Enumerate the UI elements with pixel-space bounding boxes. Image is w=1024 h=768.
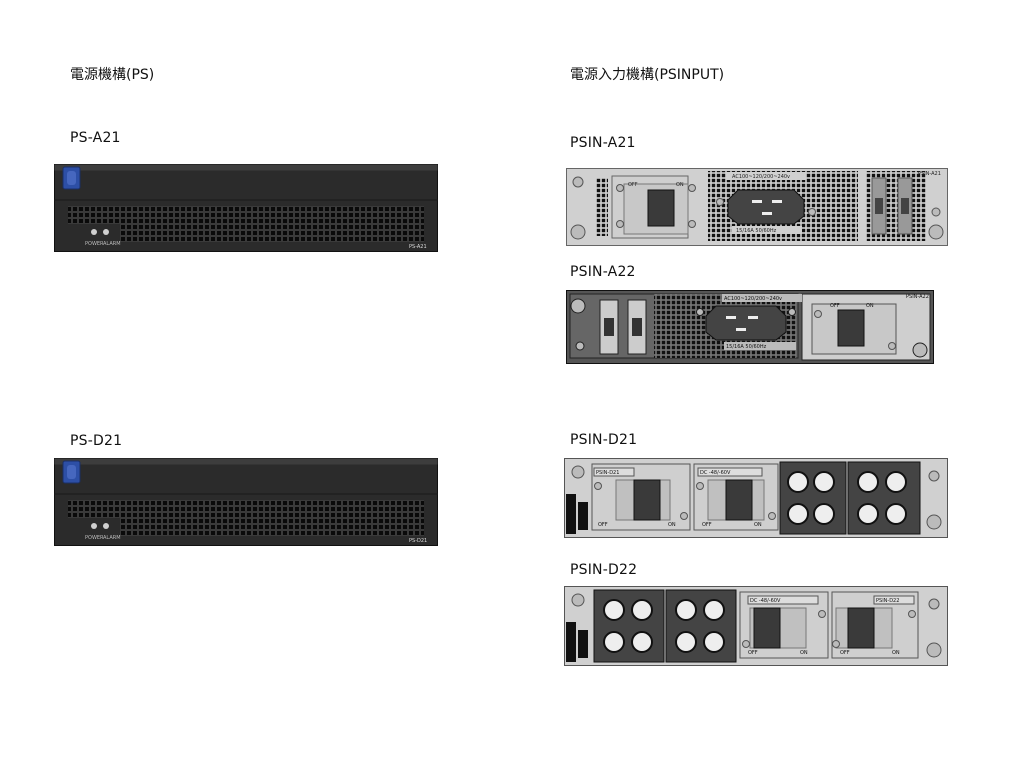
status-led-icon <box>91 229 109 235</box>
switch-off-label: OFF <box>598 522 608 528</box>
rating-top: DC -48/-60V <box>750 598 781 604</box>
model-mark: PSIN-D22 <box>876 598 899 604</box>
ps-d21-label: PS-D21 <box>70 433 123 449</box>
led-label-power: POWER <box>85 535 104 541</box>
switch-on-label: ON <box>676 182 684 188</box>
terminal-icon <box>787 471 907 525</box>
terminal-icon <box>603 599 725 653</box>
model-mark: PSIN-A21 <box>918 171 941 177</box>
psin-a22-unit: AC100~120/200~240v 15/16A 50/60Hz OFF ON… <box>566 290 934 364</box>
psinput-section-heading: 電源入力機構(PSINPUT) <box>570 67 725 83</box>
psin-a22-label: PSIN-A22 <box>570 264 636 280</box>
ps-section-heading: 電源機構(PS) <box>70 67 155 83</box>
switch-on-label: ON <box>754 522 762 528</box>
lever-handle-icon <box>62 166 81 190</box>
ac-inlet-icon <box>727 189 805 225</box>
switch-off-label: OFF <box>840 650 850 656</box>
ps-d21-unit: POWER ALARM PS-D21 <box>54 458 438 546</box>
model-mark: PS-A21 <box>409 244 427 250</box>
lever-handle-icon <box>62 460 81 484</box>
rating-bottom: 15/16A 50/60Hz <box>726 344 767 350</box>
psin-d22-unit: DC -48/-60V OFF ON PSIN-D22 OFF ON <box>564 586 948 666</box>
ps-a21-unit: POWER ALARM PS-A21 <box>54 164 438 252</box>
rating-top: DC -48/-60V <box>700 470 731 476</box>
rating-top: AC100~120/200~240v <box>732 174 790 180</box>
switch-off-label: OFF <box>748 650 758 656</box>
psin-d22-label: PSIN-D22 <box>570 562 638 578</box>
led-label-alarm: ALARM <box>103 535 121 541</box>
rating-bottom: 15/16A 50/60Hz <box>736 228 777 234</box>
ps-a21-label: PS-A21 <box>70 130 121 146</box>
model-mark: PSIN-D21 <box>596 470 619 476</box>
led-label-alarm: ALARM <box>103 241 121 247</box>
switch-off-label: OFF <box>702 522 712 528</box>
switch-on-label: ON <box>668 522 676 528</box>
psin-a21-label: PSIN-A21 <box>570 135 636 151</box>
led-label-power: POWER <box>85 241 104 247</box>
model-mark: PS-D21 <box>409 538 427 544</box>
switch-on-label: ON <box>892 650 900 656</box>
switch-on-label: ON <box>800 650 808 656</box>
switch-off-label: OFF <box>830 303 840 309</box>
ac-inlet-icon <box>705 305 787 341</box>
switch-on-label: ON <box>866 303 874 309</box>
rating-top: AC100~120/200~240v <box>724 296 782 302</box>
model-mark: PSIN-A22 <box>906 294 929 300</box>
psin-a21-unit: OFF ON AC100~120/200~240v 15/16A 50/60Hz… <box>566 168 948 246</box>
status-led-icon <box>91 523 109 529</box>
switch-off-label: OFF <box>628 182 638 188</box>
psin-d21-unit: PSIN-D21 OFF ON DC -48/-60V OFF ON <box>564 458 948 538</box>
psin-d21-label: PSIN-D21 <box>570 432 638 448</box>
